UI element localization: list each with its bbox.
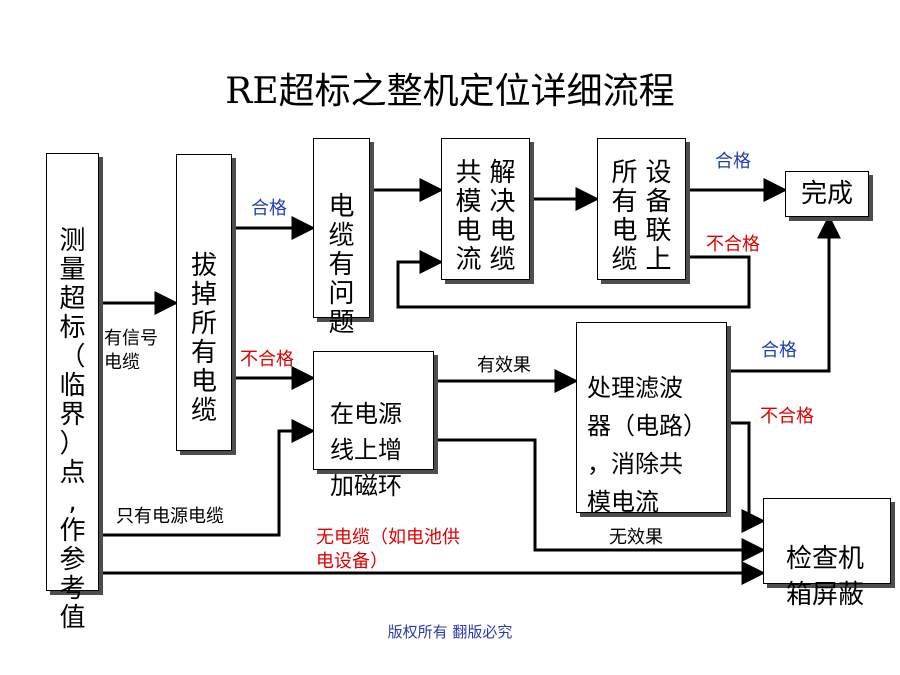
- cable-problem-text: 电 缆 有 问 题: [328, 192, 355, 338]
- arrow-filter-to-done: [727, 214, 841, 373]
- label-fail-all-cables: 不合格: [706, 234, 760, 255]
- unplug-box: 拔 掉 所 有 电 缆: [176, 154, 232, 451]
- ferrite-box: 在电源 线上增 加磁环: [313, 351, 434, 500]
- shield-box: 检查机 箱屏蔽: [763, 498, 891, 610]
- label-fail-filter: 不合格: [760, 406, 814, 427]
- copyright-footer: 版权所有 翻版必究: [387, 623, 513, 641]
- all-cables-text-right: 设 备 联 上: [645, 158, 672, 275]
- solve-cable-text-right: 解 决 电 缆: [489, 158, 516, 275]
- arrow-filter-to-shield: [727, 421, 766, 533]
- arrow-feedback-loop: [396, 250, 751, 309]
- ferrite-text: 在电源 线上增 加磁环: [330, 400, 402, 500]
- label-pass-all-cables: 合格: [715, 151, 751, 172]
- arrow-no-effect-to-shield: [434, 438, 766, 562]
- unplug-text: 拔 掉 所 有 电 缆: [190, 251, 217, 426]
- arrow-power-only-to-ferrite: [98, 419, 316, 537]
- label-no-cable: 无电缆（如电池供 电设备）: [316, 527, 460, 572]
- done-text: 完成: [800, 179, 853, 209]
- filter-text: 处理滤波 器（电路） ，消除共 模电流: [587, 374, 707, 516]
- filter-box: 处理滤波 器（电路） ，消除共 模电流: [576, 322, 727, 516]
- label-fail-unplug: 不合格: [240, 349, 294, 370]
- done-box: 完成: [785, 171, 869, 217]
- measure-box: 测 量 超 标 （ 临 界 ） 点 , 作 参 考 值: [46, 153, 99, 633]
- measure-text: 测 量 超 标 （ 临 界 ） 点 , 作 参 考 值: [59, 226, 86, 633]
- label-pass-filter: 合格: [761, 340, 797, 361]
- page-title: RE超标之整机定位详细流程: [225, 71, 675, 112]
- all-cables-box: 所 有 电 缆 设 备 联 上: [597, 138, 686, 280]
- solve-cable-text-left: 共 模 电 流: [455, 158, 482, 275]
- label-pass-unplug: 合格: [251, 198, 287, 219]
- solve-cable-box: 共 模 电 流 解 决 电 缆: [441, 138, 530, 280]
- label-signal-cable: 有信号 电缆: [104, 328, 158, 373]
- shield-text: 检查机 箱屏蔽: [786, 544, 865, 610]
- all-cables-text-left: 所 有 电 缆: [611, 158, 638, 275]
- cable-problem-box: 电 缆 有 问 题: [313, 138, 370, 338]
- label-effective: 有效果: [477, 355, 531, 376]
- label-power-only: 只有电源电缆: [116, 506, 224, 527]
- label-no-effect: 无效果: [609, 527, 663, 548]
